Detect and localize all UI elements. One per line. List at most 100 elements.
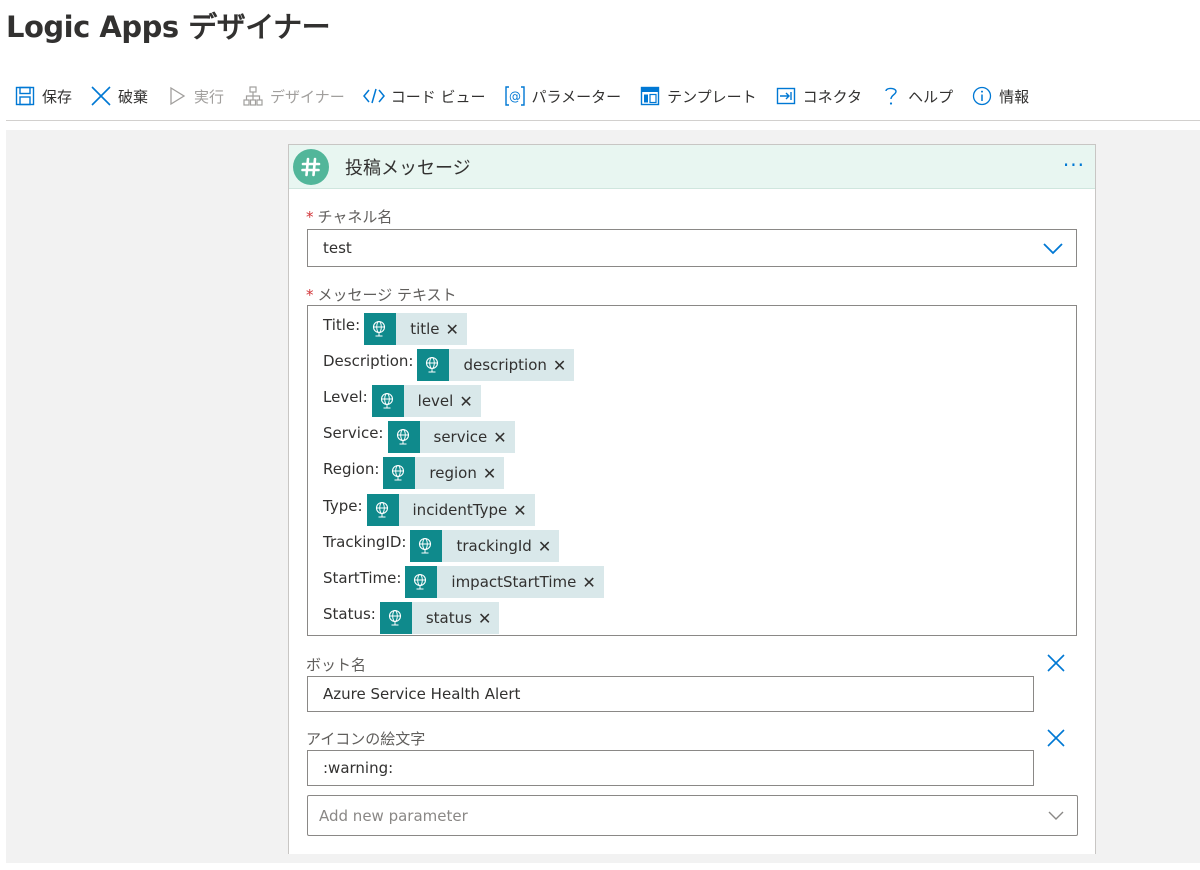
globe-icon [379,602,412,634]
token-label: region [429,464,477,482]
line-label: Region: [323,460,380,478]
code-icon [362,85,385,107]
slack-icon [293,149,329,185]
designer-icon [242,85,264,107]
close-icon [1047,654,1065,672]
bot-name-value: Azure Service Health Alert [323,685,521,703]
discard-button-label: 破棄 [118,87,149,106]
parameters-button[interactable]: @ パラメーター [504,78,622,114]
dynamic-content-token[interactable]: title ✕ [364,313,467,345]
dynamic-content-token[interactable]: impactStartTime ✕ [405,566,604,598]
parameters-button-label: パラメーター [531,87,622,106]
line-label: Type: [323,497,363,515]
card-title: 投稿メッセージ [345,158,471,179]
remove-token-icon[interactable]: ✕ [537,536,552,556]
channel-value: test [323,239,352,257]
connector-icon [775,85,797,107]
dynamic-content-token[interactable]: level ✕ [371,385,481,417]
remove-token-icon[interactable]: ✕ [552,355,567,375]
play-icon [166,85,188,107]
save-icon [14,85,36,107]
message-line: Type: incidentType ✕ [323,494,535,526]
dynamic-content-token[interactable]: status ✕ [379,602,500,634]
line-label: StartTime: [323,569,402,587]
dynamic-content-token[interactable]: region ✕ [383,457,505,489]
globe-icon [364,313,397,345]
globe-icon [371,385,404,417]
add-parameter-placeholder: Add new parameter [319,807,468,825]
channel-label-text: チャネル名 [317,208,393,226]
globe-icon [366,494,399,526]
chevron-down-icon [1042,239,1064,261]
connector-button-label: コネクタ [802,87,863,106]
dynamic-content-token[interactable]: description ✕ [417,349,575,381]
token-label: impactStartTime [451,573,577,591]
run-button[interactable]: 実行 [166,78,224,114]
remove-token-icon[interactable]: ✕ [513,500,527,520]
token-label: status [425,609,472,627]
info-icon [971,85,993,107]
channel-label: *チャネル名 [306,206,392,227]
template-button-label: テンプレート [667,87,757,106]
globe-icon [405,566,438,598]
remove-bot-name-button[interactable] [1046,653,1066,673]
page-title: Logic Apps デザイナー [6,10,331,44]
toolbar: 保存 破棄 実行 デザイナー コード ビュー @ パラメーター テンプレート [0,78,1200,114]
help-icon [880,85,902,107]
channel-select[interactable]: test [307,229,1077,267]
globe-icon [417,349,450,381]
line-label: Title: [323,316,361,334]
remove-token-icon[interactable]: ✕ [477,608,492,628]
add-new-parameter-dropdown[interactable]: Add new parameter [307,795,1078,836]
save-button[interactable]: 保存 [14,78,72,114]
save-button-label: 保存 [42,87,73,106]
discard-button[interactable]: 破棄 [90,78,148,114]
icon-emoji-label: アイコンの絵文字 [306,730,426,748]
card-header[interactable]: 投稿メッセージ ··· [289,145,1095,189]
remove-token-icon[interactable]: ✕ [445,319,459,339]
template-icon [639,85,661,107]
icon-emoji-input[interactable]: :warning: [307,750,1034,786]
run-button-label: 実行 [194,87,225,106]
message-line: Region: region ✕ [323,457,505,489]
help-button-label: ヘルプ [908,87,954,106]
line-label: Status: [323,605,376,623]
info-button[interactable]: 情報 [971,78,1029,114]
dynamic-content-token[interactable]: service ✕ [387,421,515,453]
remove-token-icon[interactable]: ✕ [493,427,507,447]
icon-emoji-value: :warning: [323,759,394,777]
dynamic-content-token[interactable]: trackingId ✕ [410,530,560,562]
line-label: Description: [323,352,414,370]
line-label: Level: [323,388,368,406]
bot-name-input[interactable]: Azure Service Health Alert [307,676,1034,712]
info-button-label: 情報 [999,87,1030,106]
dynamic-content-token[interactable]: incidentType ✕ [366,494,535,526]
token-label: level [417,392,454,410]
designer-button[interactable]: デザイナー [242,78,345,114]
bot-name-label: ボット名 [306,656,367,674]
chevron-down-icon [1047,808,1065,827]
message-line: StartTime: impactStartTime ✕ [323,566,604,598]
line-label: TrackingID: [323,533,407,551]
code-view-button[interactable]: コード ビュー [362,78,486,114]
help-button[interactable]: ヘルプ [880,78,953,114]
template-button[interactable]: テンプレート [639,78,757,114]
message-line: Service: service ✕ [323,421,515,453]
parameters-icon: @ [504,85,526,107]
remove-token-icon[interactable]: ✕ [459,391,473,411]
designer-button-label: デザイナー [270,87,345,106]
more-options-button[interactable]: ··· [1062,153,1085,177]
globe-icon [410,530,443,562]
message-line: TrackingID: trackingId ✕ [323,530,560,562]
remove-icon-emoji-button[interactable] [1046,728,1066,748]
message-text-editor[interactable]: Title: title ✕ Description: description … [307,305,1077,636]
remove-token-icon[interactable]: ✕ [582,572,596,592]
remove-token-icon[interactable]: ✕ [482,463,497,483]
token-label: trackingId [456,537,532,555]
globe-icon [387,421,420,453]
globe-icon [383,457,416,489]
close-icon [90,85,112,107]
connector-button[interactable]: コネクタ [775,78,862,114]
toolbar-divider [6,120,1200,121]
message-line: Status: status ✕ [323,602,500,634]
